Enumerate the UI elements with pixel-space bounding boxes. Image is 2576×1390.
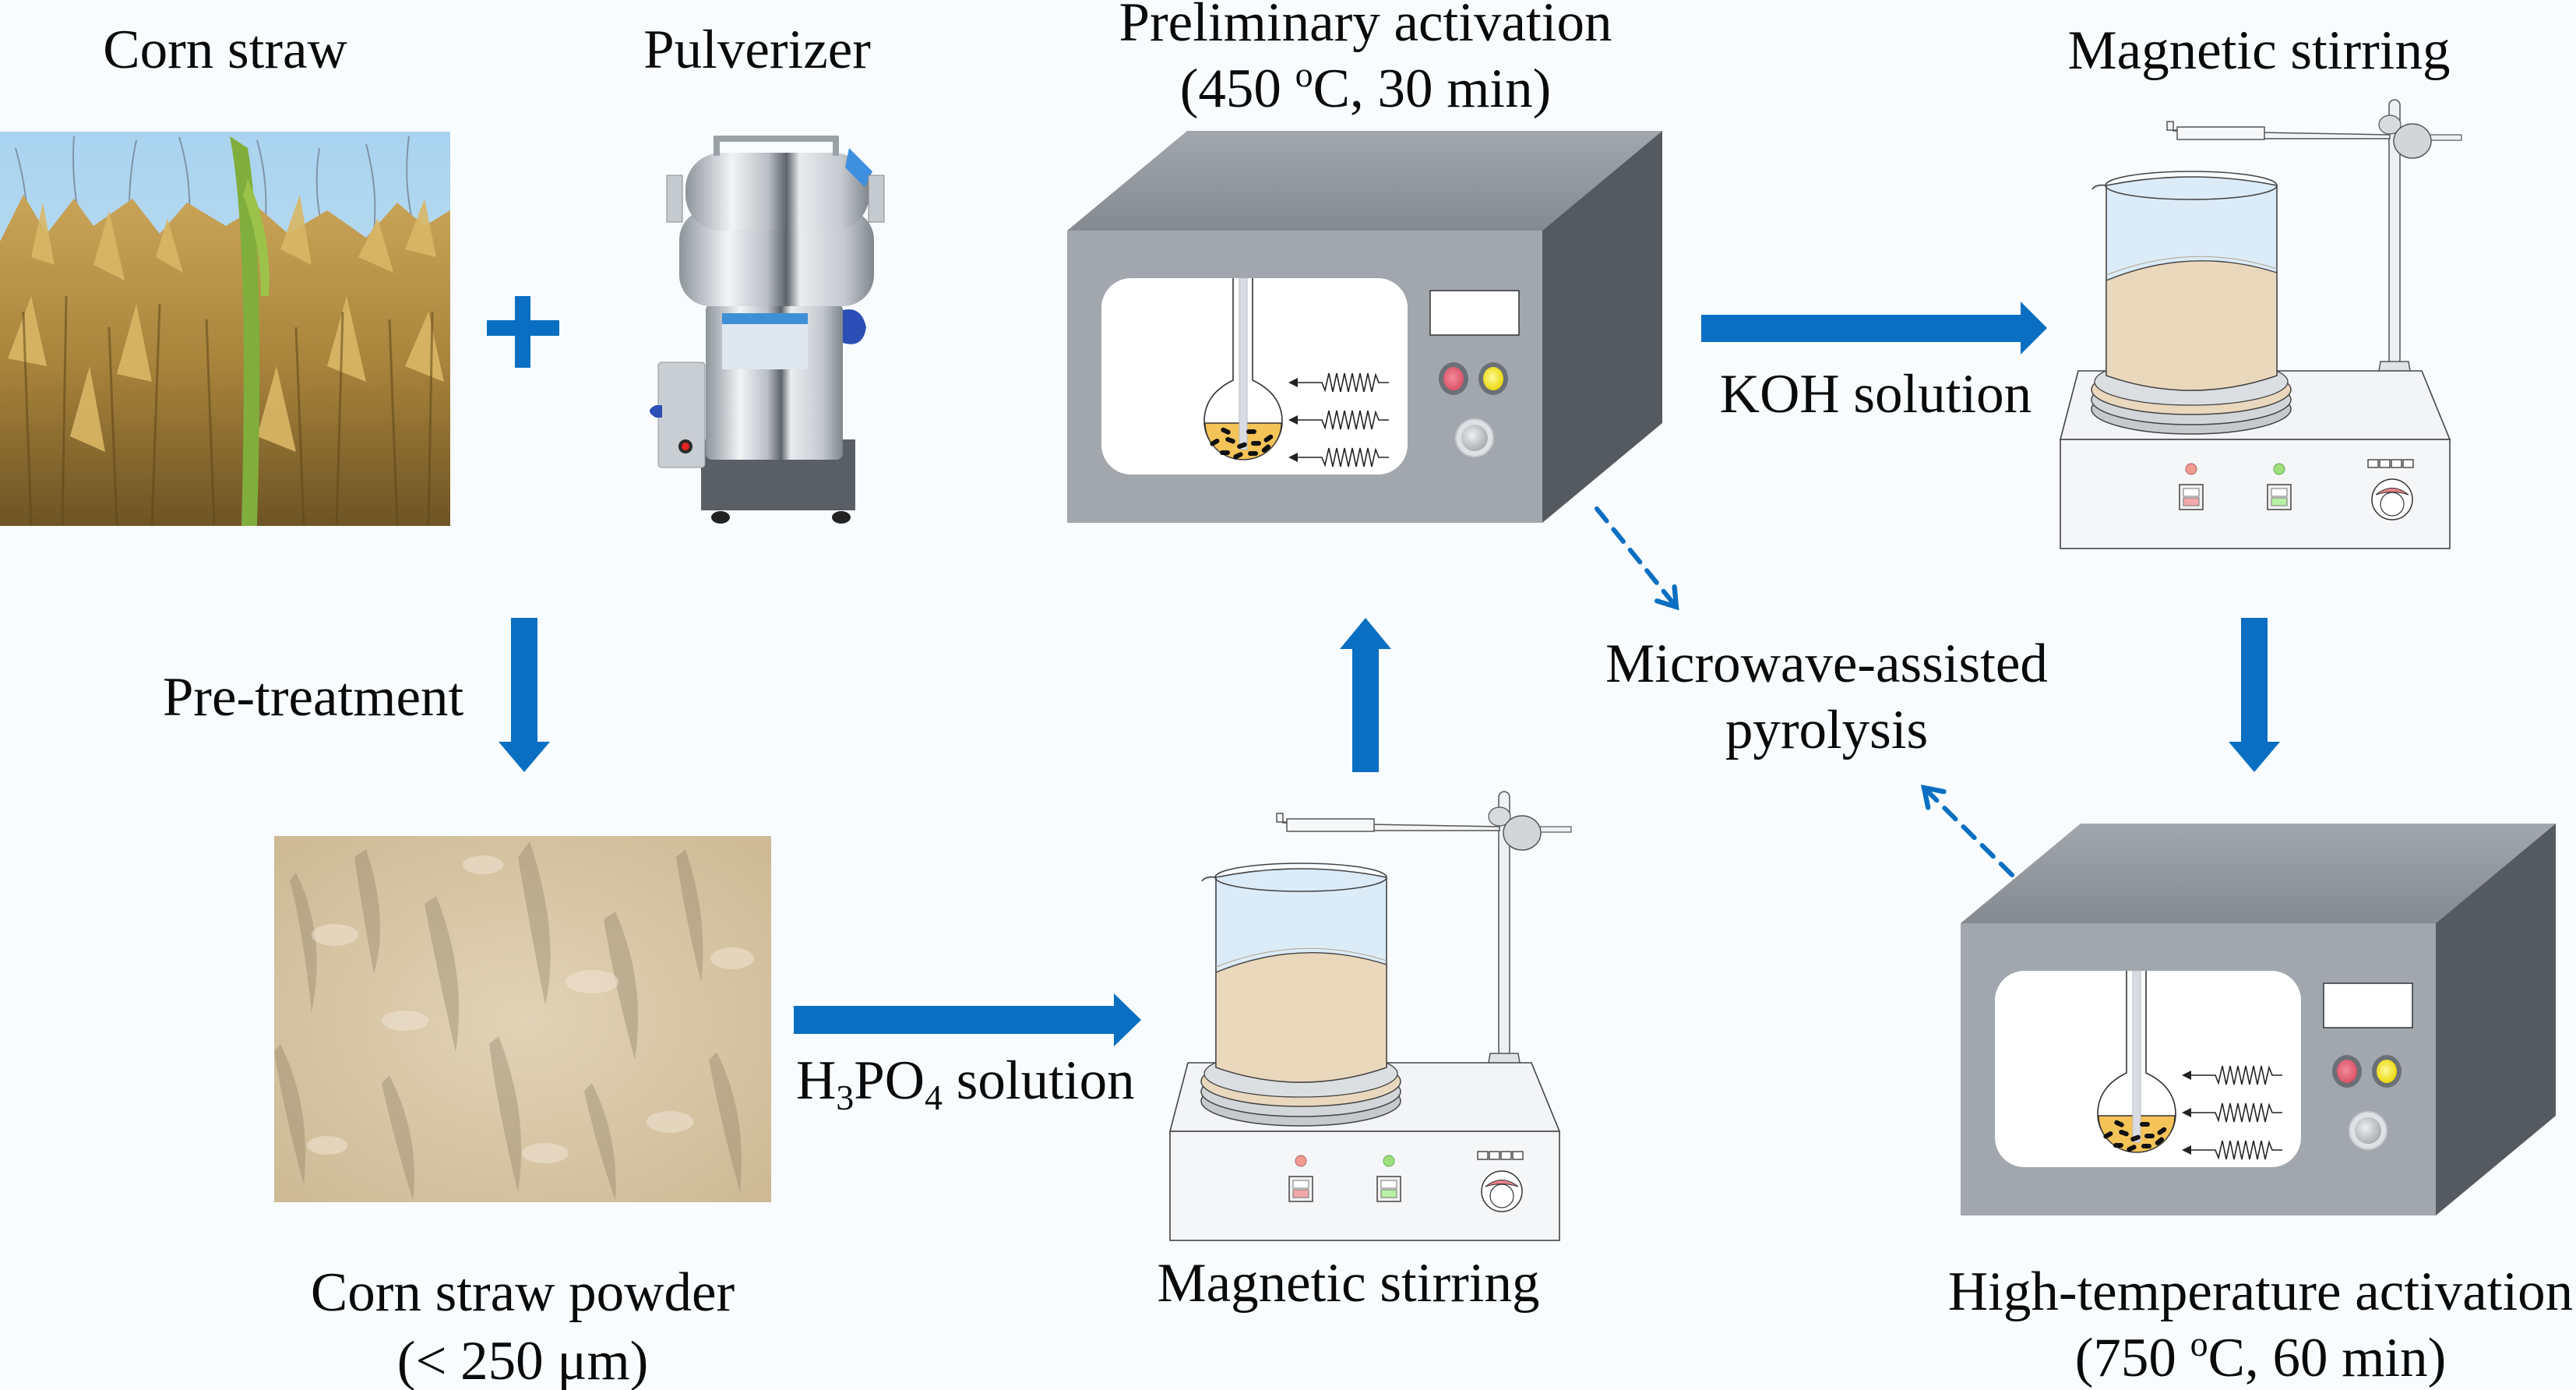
degree-o: o: [1295, 55, 1313, 94]
subscript: 4: [925, 1078, 943, 1117]
formula-part: H: [796, 1050, 836, 1111]
label-pyrolysis: pyrolysis: [1725, 700, 1928, 760]
arrow-up-to-preliminary: [1340, 618, 1391, 772]
label-h3po4-solution: H3PO4 solution: [796, 1050, 1135, 1117]
plus-icon: [487, 296, 559, 368]
pulverizer-photo: [650, 136, 885, 524]
arrow-pretreatment-down: [499, 618, 550, 772]
label-corn-straw-powder: Corn straw powder: [311, 1262, 735, 1323]
corn-straw-photo: [0, 132, 450, 527]
label-pulverizer: Pulverizer: [643, 19, 871, 80]
label-koh-solution: KOH solution: [1720, 364, 2032, 425]
formula-part: PO: [854, 1050, 925, 1111]
corn-straw-powder-photo: [274, 836, 771, 1202]
label-powder-size: (< 250 μm): [397, 1331, 649, 1390]
cond-part: (750: [2075, 1328, 2190, 1388]
cond-part: C, 60 min): [2208, 1328, 2447, 1388]
cond-part: C, 30 min): [1313, 58, 1552, 119]
furnace-preliminary-activation: [1066, 130, 1663, 524]
subscript: 3: [836, 1078, 854, 1117]
dashed-arrow-from-high-temp: [1920, 785, 2014, 877]
label-pretreatment: Pre-treatment: [163, 667, 464, 728]
furnace-high-temperature: [1960, 823, 2557, 1216]
label-magnetic-stirring-bottom: Magnetic stirring: [1158, 1253, 1540, 1314]
arrow-h3po4-right: [794, 993, 1141, 1046]
dashed-arrow-from-preliminary: [1595, 506, 1679, 611]
cond-part: (450: [1180, 58, 1295, 119]
label-high-temperature-activation: High-temperature activation: [1948, 1261, 2573, 1322]
label-microwave-assisted: Microwave-assisted: [1605, 633, 2048, 694]
degree-o: o: [2190, 1324, 2208, 1364]
label-preliminary-conditions: (450 oC, 30 min): [1180, 55, 1552, 119]
label-magnetic-stirring-top: Magnetic stirring: [2068, 20, 2451, 81]
formula-part: solution: [943, 1050, 1135, 1111]
label-corn-straw: Corn straw: [103, 19, 347, 80]
label-preliminary-activation: Preliminary activation: [1119, 0, 1612, 53]
label-high-temperature-conditions: (750 oC, 60 min): [2075, 1324, 2447, 1388]
arrow-koh-right: [1701, 302, 2047, 355]
arrow-down-to-high-temp: [2229, 618, 2280, 772]
